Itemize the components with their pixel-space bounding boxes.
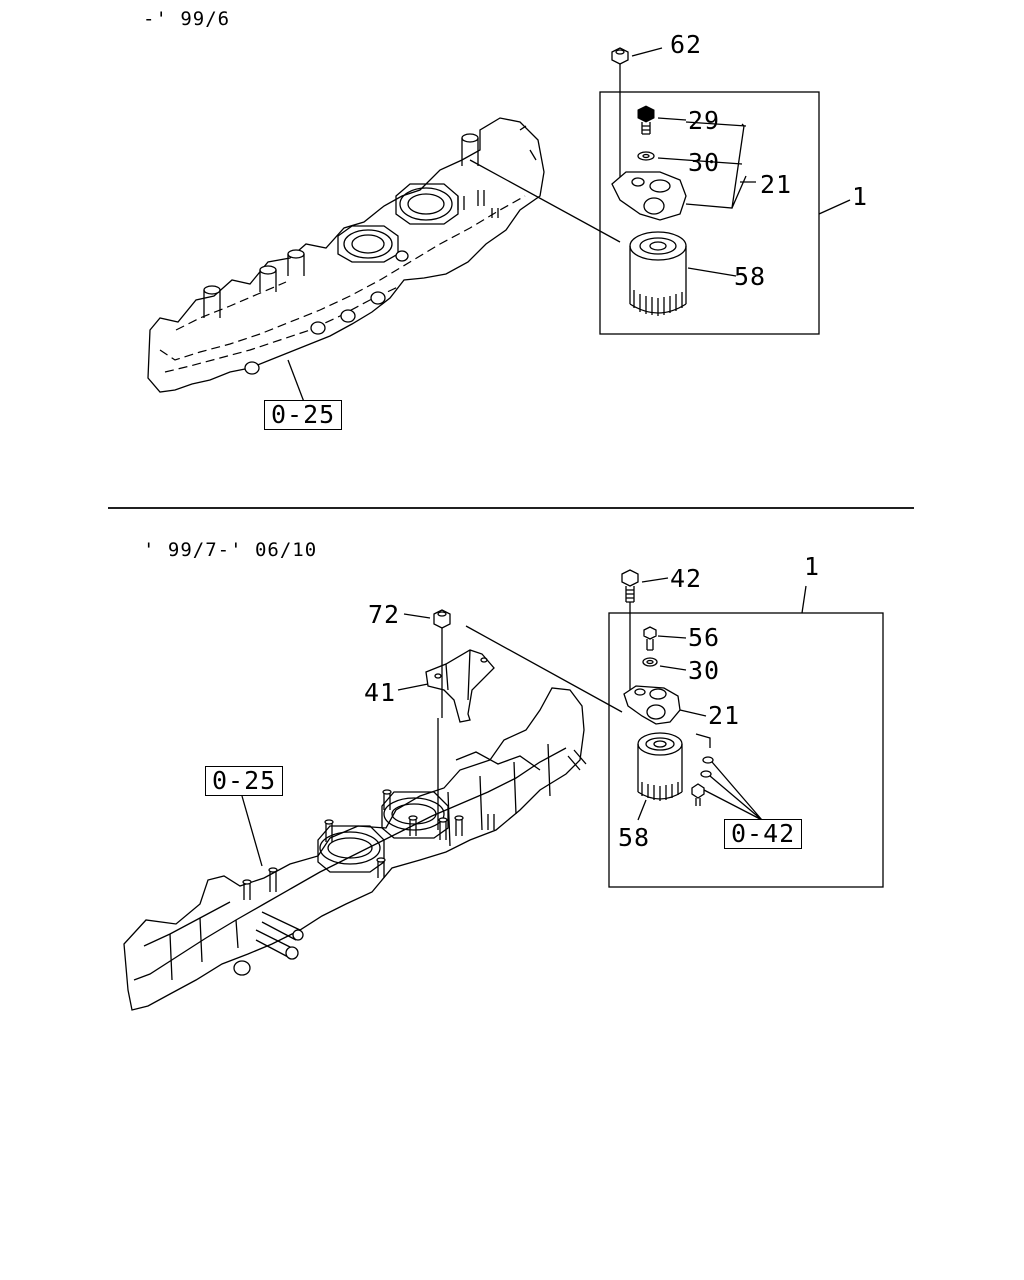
bottom-period-label: ' 99/7-' 06/10 [143, 539, 318, 561]
callout-58: 58 [734, 262, 767, 291]
bottom-oil-filter-58 [637, 732, 683, 821]
bottom-exhaust-manifold [123, 687, 587, 1011]
top-period-label: -' 99/6 [143, 8, 231, 30]
top-nut-62 [611, 47, 663, 182]
callout-30: 30 [688, 148, 721, 177]
callout-72: 72 [368, 600, 401, 629]
top-filter-head-21 [611, 121, 756, 221]
bottom-washer-30 [642, 657, 687, 671]
bottom-bolt-56 [643, 626, 687, 651]
reference-box-0-42[interactable]: 0-42 [724, 819, 803, 849]
bottom-bolt-42 [621, 569, 669, 690]
top-bolt-29 [637, 105, 687, 135]
top-leader-1 [818, 199, 851, 215]
top-filter-group-box [599, 91, 820, 335]
callout-30-bottom: 30 [688, 656, 721, 685]
top-washer-30 [637, 151, 687, 161]
callout-56: 56 [688, 623, 721, 652]
callout-21: 21 [760, 170, 793, 199]
bottom-filter-group-box [608, 612, 884, 888]
callout-29: 29 [688, 106, 721, 135]
bottom-nut-72 [403, 609, 451, 629]
reference-box-0-25-top[interactable]: 0-25 [264, 400, 343, 430]
callout-1: 1 [852, 182, 869, 211]
callout-21-bottom: 21 [708, 701, 741, 730]
reference-box-0-25-bottom[interactable]: 0-25 [205, 766, 284, 796]
bottom-leader-1 [801, 585, 807, 614]
bottom-guide-line [465, 625, 623, 713]
bottom-bracket-41 [397, 628, 495, 830]
callout-1-bottom: 1 [804, 552, 821, 581]
bottom-filter-head-21 [623, 685, 711, 748]
callout-41: 41 [364, 678, 397, 707]
callout-42: 42 [670, 564, 703, 593]
top-exhaust-manifold [147, 117, 621, 403]
bottom-fittings-0-42 [691, 756, 763, 821]
top-oil-filter-58 [629, 231, 737, 316]
callout-58-bottom: 58 [618, 823, 651, 852]
callout-62: 62 [670, 30, 703, 59]
